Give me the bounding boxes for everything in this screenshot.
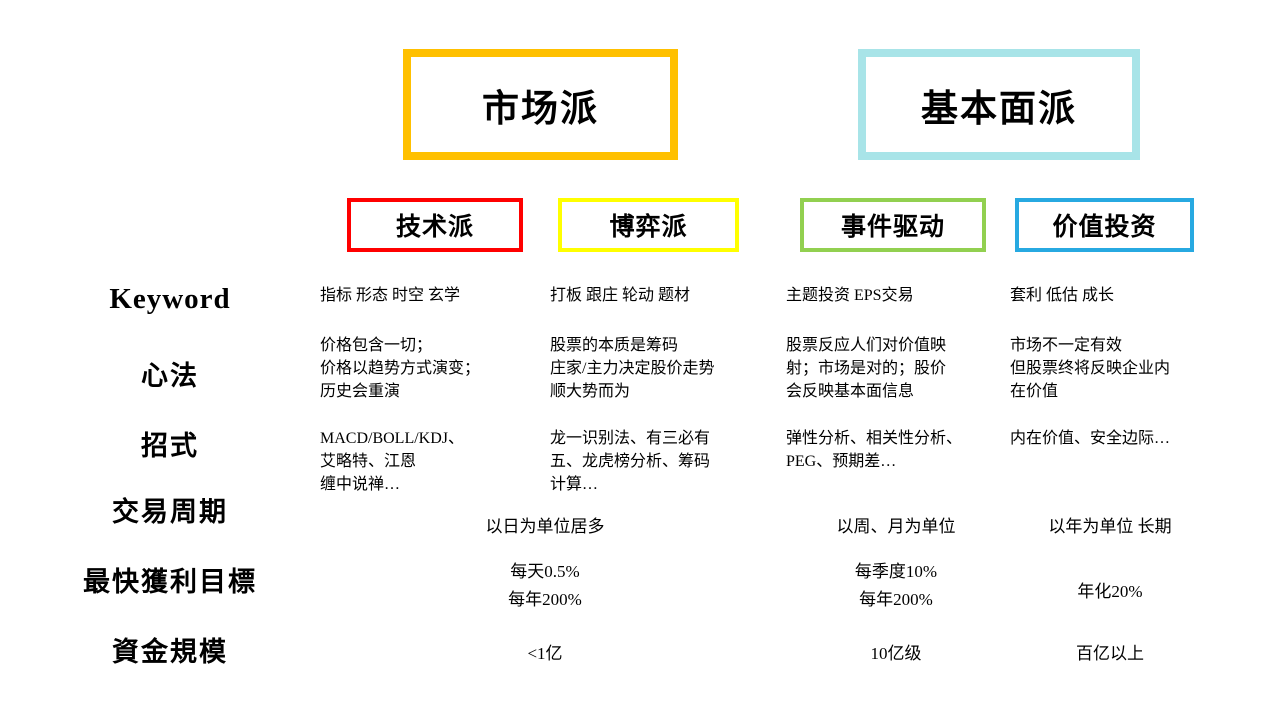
- cell-profit-value-investing: 年化20%: [1077, 582, 1143, 601]
- cell-technique-value-investing: 内在价值、安全边际…: [1010, 430, 1171, 447]
- school-box-value-investing: 价值投资: [1015, 198, 1194, 252]
- row-label-mindset: 心法: [141, 361, 199, 391]
- cell-profit-market: 每天0.5% 每年200%: [508, 562, 582, 609]
- group-box-fundamental: 基本面派: [858, 49, 1140, 160]
- cell-technique-technical: MACD/BOLL/KDJ、 艾略特、江恩 缠中说禅…: [320, 430, 465, 493]
- cell-cycle-market: 以日为单位居多: [485, 517, 605, 536]
- group-label-market: 市场派: [482, 88, 599, 130]
- cell-keyword-value-investing: 套利 低估 成长: [1010, 287, 1115, 304]
- cell-keyword-technical: 指标 形态 时空 玄学: [320, 287, 461, 304]
- cell-mindset-event-driven: 股票反应人们对价值映 射；市场是对的；股价 会反映基本面信息: [786, 337, 947, 400]
- cell-keyword-event-driven: 主题投资 EPS交易: [786, 287, 914, 304]
- group-box-market: 市场派: [403, 49, 678, 160]
- school-label-event-driven: 事件驱动: [840, 214, 945, 241]
- cell-cycle-value-investing: 以年为单位 长期: [1048, 517, 1172, 536]
- group-label-fundamental: 基本面派: [921, 88, 1077, 130]
- cell-profit-event-driven: 每季度10% 每年200%: [854, 562, 938, 609]
- row-label-technique: 招式: [141, 431, 199, 461]
- cell-mindset-technical: 价格包含一切； 价格以趋势方式演变； 历史会重演: [320, 337, 481, 400]
- school-box-technical: 技术派: [347, 198, 523, 252]
- school-box-event-driven: 事件驱动: [800, 198, 986, 252]
- row-label-capital: 資金規模: [112, 637, 228, 667]
- cell-capital-market: <1亿: [527, 644, 563, 663]
- school-box-game: 博弈派: [558, 198, 739, 252]
- cell-capital-event-driven: 10亿级: [870, 644, 922, 663]
- cell-keyword-game: 打板 跟庄 轮动 题材: [550, 287, 691, 304]
- row-label-cycle: 交易周期: [112, 497, 228, 527]
- row-label-keyword: Keyword: [109, 283, 231, 315]
- cell-technique-game: 龙一识别法、有三必有 五、龙虎榜分析、筹码 计算…: [550, 430, 711, 493]
- cell-capital-value-investing: 百亿以上: [1076, 644, 1144, 663]
- row-label-profit: 最快獲利目標: [83, 567, 257, 597]
- school-label-value-investing: 价值投资: [1052, 214, 1157, 241]
- cell-technique-event-driven: 弹性分析、相关性分析、 PEG、预期差…: [786, 430, 963, 470]
- cell-mindset-game: 股票的本质是筹码 庄家/主力决定股价走势 顺大势而为: [550, 337, 715, 400]
- school-label-technical: 技术派: [395, 214, 474, 241]
- school-label-game: 博弈派: [609, 214, 688, 241]
- cell-mindset-value-investing: 市场不一定有效 但股票终将反映企业内 在价值: [1010, 337, 1171, 400]
- cell-cycle-event-driven: 以周、月为单位: [836, 517, 956, 536]
